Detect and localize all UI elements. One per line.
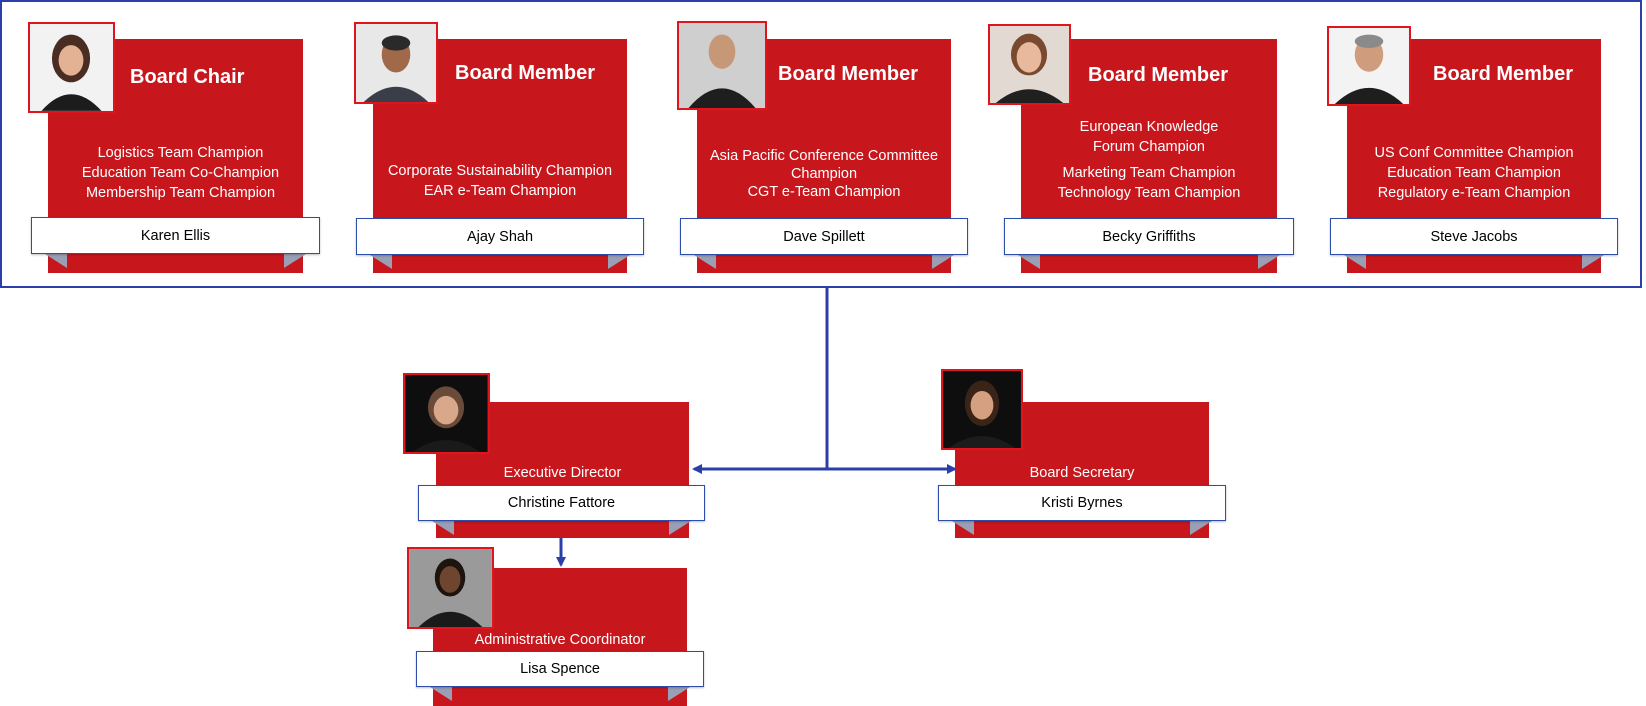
role-label: Executive Director xyxy=(503,465,622,481)
person-name: Becky Griffiths xyxy=(1004,218,1294,255)
responsibility-line: Champion xyxy=(790,166,858,182)
person-name: Karen Ellis xyxy=(31,217,320,254)
responsibility-line: Technology Team Champion xyxy=(1057,185,1241,201)
portrait-photo xyxy=(30,24,113,111)
board-frame xyxy=(0,0,1642,288)
avatar xyxy=(1327,26,1411,106)
card-title: Board Chair xyxy=(130,66,245,88)
card-responsibilities: US Conf Committee Champion Education Tea… xyxy=(1347,143,1601,203)
name-ribbon: Lisa Spence xyxy=(416,651,704,701)
avatar xyxy=(354,22,438,104)
person-name: Lisa Spence xyxy=(416,651,704,687)
avatar xyxy=(403,373,490,454)
responsibility-line: Logistics Team Champion xyxy=(97,145,264,161)
portrait-photo xyxy=(679,23,765,108)
card-responsibilities: Logistics Team Champion Education Team C… xyxy=(58,143,303,203)
name-ribbon: Steve Jacobs xyxy=(1330,218,1618,269)
avatar xyxy=(407,547,494,629)
person-name: Christine Fattore xyxy=(418,485,705,521)
person-name: Ajay Shah xyxy=(356,218,644,255)
name-ribbon: Karen Ellis xyxy=(31,217,320,268)
responsibility-line: Education Team Champion xyxy=(1387,165,1561,181)
card-title: Board Member xyxy=(1433,63,1574,85)
responsibility-line: Corporate Sustainability Champion xyxy=(387,163,613,179)
name-ribbon: Dave Spillett xyxy=(680,218,968,269)
person-name: Steve Jacobs xyxy=(1330,218,1618,255)
card-responsibilities: European Knowledge Forum Champion Market… xyxy=(1021,117,1277,203)
portrait-photo xyxy=(990,26,1069,103)
responsibility-line: Asia Pacific Conference Committee xyxy=(709,148,939,164)
avatar xyxy=(677,21,767,110)
card-title: Board Member xyxy=(1088,64,1229,86)
card-title: Board Member xyxy=(455,62,596,84)
responsibility-line: Marketing Team Champion xyxy=(1062,165,1236,181)
responsibility-line: Education Team Co-Champion xyxy=(81,165,280,181)
name-ribbon: Kristi Byrnes xyxy=(938,485,1226,535)
name-ribbon: Ajay Shah xyxy=(356,218,644,269)
responsibility-line: EAR e-Team Champion xyxy=(423,183,577,199)
avatar xyxy=(941,369,1023,450)
responsibility-line: Membership Team Champion xyxy=(85,185,276,201)
portrait-photo xyxy=(1329,28,1409,104)
responsibility-line: European Knowledge xyxy=(1079,119,1219,135)
portrait-photo xyxy=(405,375,488,452)
name-ribbon: Christine Fattore xyxy=(418,485,705,535)
card-responsibilities: Asia Pacific Conference Committee Champi… xyxy=(697,147,951,201)
name-ribbon: Becky Griffiths xyxy=(1004,218,1294,269)
portrait-photo xyxy=(356,24,436,102)
avatar xyxy=(28,22,115,113)
portrait-photo xyxy=(943,371,1021,448)
card-title: Board Member xyxy=(778,63,919,85)
role-label: Administrative Coordinator xyxy=(474,632,646,648)
responsibility-line: US Conf Committee Champion xyxy=(1374,145,1574,161)
person-name: Dave Spillett xyxy=(680,218,968,255)
card-background: Board Member US Conf Committee Champion … xyxy=(1347,39,1601,273)
avatar xyxy=(988,24,1071,105)
responsibility-line: CGT e-Team Champion xyxy=(747,184,901,200)
role-label: Board Secretary xyxy=(1029,465,1135,481)
responsibility-line: Regulatory e-Team Champion xyxy=(1377,185,1571,201)
person-name: Kristi Byrnes xyxy=(938,485,1226,521)
card-responsibilities: Corporate Sustainability Champion EAR e-… xyxy=(373,161,627,201)
portrait-photo xyxy=(409,549,492,627)
responsibility-line: Forum Champion xyxy=(1092,139,1205,155)
